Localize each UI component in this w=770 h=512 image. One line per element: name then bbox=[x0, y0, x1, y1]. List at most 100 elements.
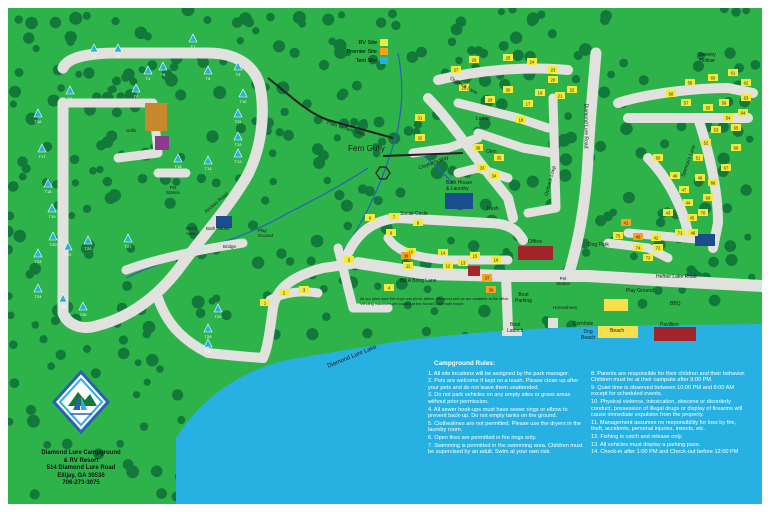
campsite[interactable]: 2 bbox=[279, 289, 289, 296]
tent-site[interactable]: T12 bbox=[233, 131, 243, 147]
campsite[interactable]: 7 bbox=[389, 213, 399, 220]
tent-site[interactable]: T23 bbox=[33, 248, 43, 264]
campsite[interactable]: 38 bbox=[486, 286, 496, 293]
campsite[interactable]: 36 bbox=[473, 144, 483, 151]
campsite[interactable]: 41 bbox=[621, 219, 631, 226]
campsite[interactable]: 20 bbox=[548, 76, 558, 83]
campsite[interactable]: 5 bbox=[344, 256, 354, 263]
campsite[interactable]: 68 bbox=[708, 179, 718, 186]
campsite[interactable]: 33 bbox=[477, 164, 487, 171]
campsite[interactable]: 65 bbox=[731, 124, 741, 131]
campsite[interactable]: 34 bbox=[489, 172, 499, 179]
tent-site[interactable]: T6 bbox=[158, 61, 168, 77]
tent-site[interactable]: T11 bbox=[233, 108, 243, 124]
campsite[interactable]: 4 bbox=[384, 284, 394, 291]
tent-site[interactable]: T1 bbox=[65, 85, 75, 101]
campsite[interactable]: 19 bbox=[535, 89, 545, 96]
tent-site[interactable]: T29 bbox=[213, 303, 223, 319]
tent-site[interactable]: T30 bbox=[203, 338, 213, 354]
campsite[interactable]: 39 bbox=[401, 252, 411, 259]
campsite[interactable]: 67 bbox=[721, 164, 731, 171]
tent-site[interactable]: T24 bbox=[33, 283, 43, 299]
campsite[interactable]: 54 bbox=[723, 114, 733, 121]
campsite[interactable]: 53 bbox=[711, 126, 721, 133]
tent-site[interactable]: T26 bbox=[78, 301, 88, 317]
campsite[interactable]: 74 bbox=[633, 244, 643, 251]
campsite[interactable]: 37 bbox=[482, 274, 492, 281]
tent-site[interactable]: T13 bbox=[233, 148, 243, 164]
campsite[interactable]: 45 bbox=[687, 214, 697, 221]
campsite[interactable]: 1 bbox=[260, 299, 270, 306]
campsite[interactable]: 14 bbox=[438, 249, 448, 256]
campsite[interactable]: 72 bbox=[653, 244, 663, 251]
tent-site[interactable]: T8 bbox=[203, 65, 213, 81]
campsite[interactable]: 26 bbox=[469, 56, 479, 63]
campsite[interactable]: 56 bbox=[719, 99, 729, 106]
campsite[interactable]: 25 bbox=[503, 54, 513, 61]
campsite[interactable]: 6 bbox=[365, 214, 375, 221]
tent-site[interactable]: T17 bbox=[37, 143, 47, 159]
campsite[interactable]: 21 bbox=[555, 92, 565, 99]
campsite[interactable]: 24 bbox=[527, 58, 537, 65]
campsite[interactable]: 23 bbox=[548, 66, 558, 73]
campsite[interactable]: 62 bbox=[741, 79, 751, 86]
campsite[interactable]: 17 bbox=[523, 100, 533, 107]
campsite[interactable]: 28 bbox=[459, 84, 469, 91]
campsite[interactable]: 57 bbox=[681, 99, 691, 106]
campsite[interactable]: 11 bbox=[403, 262, 413, 269]
tent-site[interactable]: T15 bbox=[173, 153, 183, 169]
tent-site[interactable]: T14 bbox=[203, 155, 213, 171]
campsite[interactable]: 50 bbox=[653, 154, 663, 161]
tent-site[interactable]: T4 bbox=[143, 65, 153, 81]
campsite[interactable]: 47 bbox=[679, 186, 689, 193]
campsite[interactable]: 75 bbox=[613, 232, 623, 239]
tent-site[interactable]: T22 bbox=[83, 235, 93, 251]
campsite[interactable]: 73 bbox=[643, 254, 653, 261]
tent-site[interactable]: T16 bbox=[33, 108, 43, 124]
campsite[interactable]: 35 bbox=[494, 154, 504, 161]
campsite[interactable]: 40 bbox=[633, 233, 643, 240]
campsite[interactable]: 51 bbox=[693, 154, 703, 161]
campsite[interactable]: 31 bbox=[415, 114, 425, 121]
campsite[interactable]: 18 bbox=[516, 116, 526, 123]
tent-site[interactable]: T18 bbox=[43, 178, 53, 194]
campsite[interactable]: 71 bbox=[675, 229, 685, 236]
tent-site[interactable]: T2 bbox=[89, 43, 99, 59]
campsite[interactable]: 64 bbox=[738, 109, 748, 116]
campsite[interactable]: 9 bbox=[386, 229, 396, 236]
campsite[interactable]: 10 bbox=[406, 248, 416, 255]
campsite[interactable]: 49 bbox=[670, 172, 680, 179]
campsite[interactable]: 30 bbox=[503, 86, 513, 93]
campsite[interactable]: 46 bbox=[688, 229, 698, 236]
campsite[interactable]: 61 bbox=[728, 69, 738, 76]
campsite[interactable]: 15 bbox=[470, 252, 480, 259]
campsite[interactable]: 16 bbox=[491, 256, 501, 263]
campsite[interactable]: 22 bbox=[567, 86, 577, 93]
campsite[interactable]: 55 bbox=[703, 104, 713, 111]
campsite[interactable]: 43 bbox=[663, 209, 673, 216]
campsite[interactable]: 69 bbox=[703, 194, 713, 201]
tent-site[interactable]: T19 bbox=[47, 203, 57, 219]
campsite[interactable]: 63 bbox=[741, 94, 751, 101]
campsite[interactable]: 52 bbox=[701, 139, 711, 146]
tent-site[interactable]: T27 bbox=[123, 233, 133, 249]
tent-site[interactable]: T7 bbox=[188, 33, 198, 49]
campsite[interactable]: 48 bbox=[695, 174, 705, 181]
campsite[interactable]: 66 bbox=[731, 144, 741, 151]
tent-site[interactable]: T25 bbox=[58, 293, 68, 309]
campsite[interactable]: 44 bbox=[683, 199, 693, 206]
campsite[interactable]: 42 bbox=[651, 234, 661, 241]
tent-site[interactable]: T5 bbox=[131, 83, 141, 99]
tent-site[interactable]: T20 bbox=[48, 231, 58, 247]
campsite[interactable]: 29 bbox=[485, 96, 495, 103]
tent-site[interactable]: T10 bbox=[238, 88, 248, 104]
campsite[interactable]: 12 bbox=[443, 262, 453, 269]
campsite[interactable]: 60 bbox=[708, 74, 718, 81]
tent-site[interactable]: T28 bbox=[203, 323, 213, 339]
campsite[interactable]: 3 bbox=[299, 286, 309, 293]
campsite[interactable]: 70 bbox=[698, 209, 708, 216]
tent-site[interactable]: T3 bbox=[113, 43, 123, 59]
campsite[interactable]: 13 bbox=[458, 259, 468, 266]
campsite[interactable]: 27 bbox=[451, 66, 461, 73]
campsite[interactable]: 58 bbox=[666, 90, 676, 97]
